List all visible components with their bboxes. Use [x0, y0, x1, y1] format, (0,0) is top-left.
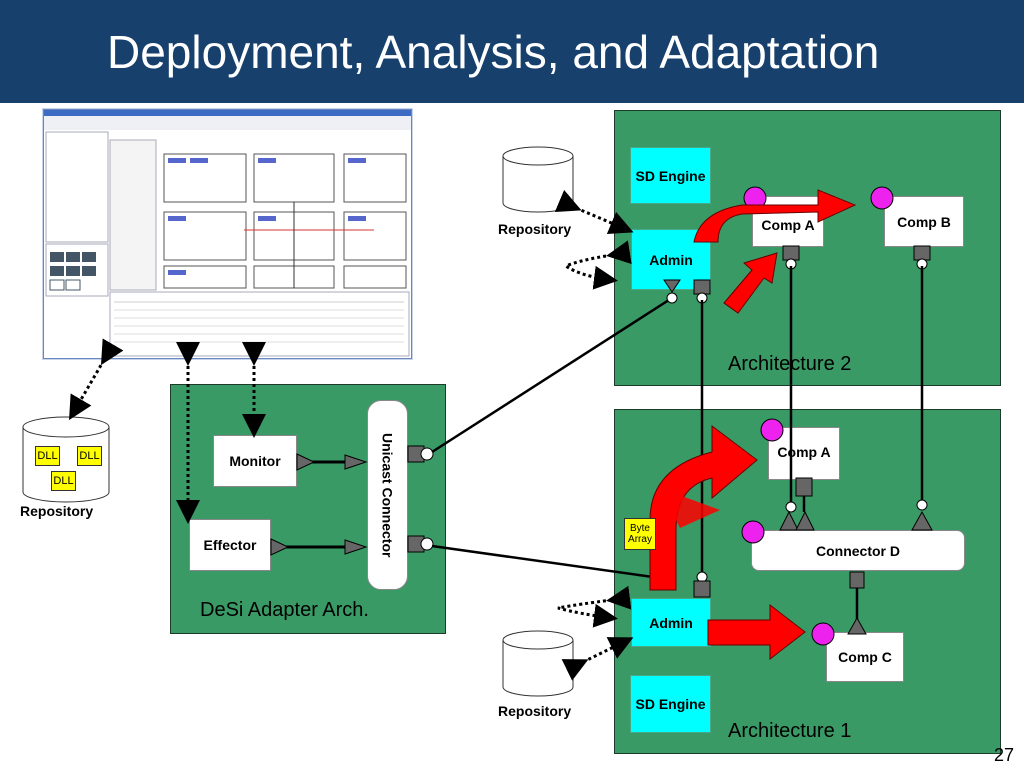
byte-array-text: Byte Array: [628, 523, 652, 545]
arch2-repository-cylinder: [502, 146, 574, 213]
dll-tag-1: DLL: [35, 446, 60, 466]
arch1-ports: [779, 477, 867, 635]
editor-screenshot: [43, 109, 412, 359]
unicast-ports: [407, 445, 434, 553]
slide-title: Deployment, Analysis, and Adaptation: [107, 26, 880, 78]
desi-repository-label: Repository: [20, 503, 94, 519]
effector-box: Effector: [189, 519, 271, 571]
red-arrows: [649, 189, 857, 661]
monitor-box: Monitor: [213, 435, 297, 487]
architecture-1-label: Architecture 1: [728, 720, 852, 742]
adapter-internal-links: [270, 453, 368, 556]
page-number: 27: [993, 745, 1014, 765]
unicast-connector-label: Unicast Connector: [379, 432, 396, 558]
arch1-sd-engine: SD Engine: [630, 675, 711, 733]
arch2-sd-engine: SD Engine: [630, 147, 711, 204]
desi-repository-cylinder: [22, 416, 110, 503]
dll-tag-2: DLL: [77, 446, 102, 466]
arch1-repository-label: Repository: [498, 703, 572, 719]
unicast-connector: Unicast Connector: [367, 400, 408, 590]
architecture-2-label: Architecture 2: [728, 353, 852, 375]
dll-tag-3: DLL: [51, 471, 76, 491]
red-arrow-shadow: [660, 488, 720, 528]
arch1-connector-d: Connector D: [751, 530, 965, 571]
arch2-ports: [663, 245, 933, 598]
magenta-ports: [741, 186, 894, 646]
link-arch2-admin: [431, 296, 673, 454]
arch2-repository-label: Repository: [498, 221, 572, 237]
editor-screenshot-image: [44, 110, 411, 357]
arch1-comp-c: Comp C: [826, 632, 904, 682]
title-bar: Deployment, Analysis, and Adaptation: [0, 0, 1024, 103]
arch1-repository-cylinder: [502, 630, 574, 697]
dotted-links: [68, 189, 634, 681]
link-arch1-admin: [431, 544, 661, 580]
arch1-admin: Admin: [631, 598, 711, 647]
desi-panel-label: DeSi Adapter Arch.: [200, 599, 369, 621]
byte-array-label: Byte Array: [624, 518, 656, 550]
